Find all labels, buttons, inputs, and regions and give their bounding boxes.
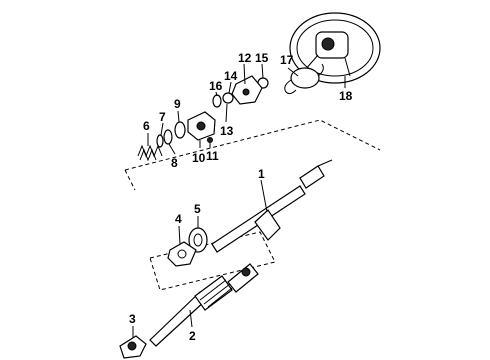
callout-14: 14 xyxy=(224,69,238,83)
callout-9: 9 xyxy=(174,97,181,111)
callout-18: 18 xyxy=(339,89,353,103)
callout-12: 12 xyxy=(238,51,252,65)
callout-4: 4 xyxy=(175,212,182,226)
callout-15: 15 xyxy=(255,51,269,65)
leader-lines xyxy=(132,63,346,338)
clock-spring-switch xyxy=(284,63,324,95)
callout-5: 5 xyxy=(194,202,201,216)
callout-2: 2 xyxy=(189,329,196,343)
callout-16: 16 xyxy=(209,79,223,93)
callout-17: 17 xyxy=(280,53,294,67)
spring-6 xyxy=(137,144,163,162)
callout-10: 10 xyxy=(192,151,206,165)
callout-8: 8 xyxy=(171,156,178,170)
callout-7: 7 xyxy=(159,110,166,124)
flange-4 xyxy=(167,241,197,267)
steering-wheel xyxy=(289,12,381,84)
ring-9 xyxy=(174,121,186,139)
bracket-10 xyxy=(187,111,216,141)
lower-dashed-outline xyxy=(149,231,276,291)
upper-dashed-outline xyxy=(124,119,381,171)
callout-11: 11 xyxy=(206,149,219,163)
upper-dashed-outline-left xyxy=(124,169,136,191)
coupling-boot-5 xyxy=(188,227,208,253)
callout-6: 6 xyxy=(143,119,150,133)
callout-13: 13 xyxy=(220,124,234,138)
bolt-11 xyxy=(207,137,213,143)
snap-ring-7 xyxy=(156,134,164,148)
bearing-14 xyxy=(222,92,234,104)
intermediate-shaft-2 xyxy=(149,263,259,347)
ring-16 xyxy=(212,94,222,108)
callout-3: 3 xyxy=(129,312,136,326)
upper-housing-12 xyxy=(231,75,263,105)
universal-joint-3 xyxy=(119,335,147,359)
callout-1: 1 xyxy=(258,167,265,181)
washer-8 xyxy=(163,129,173,145)
steering-shaft-1 xyxy=(211,159,333,253)
callout-labels: 1 2 3 4 5 6 7 8 9 10 11 12 13 14 15 16 1… xyxy=(129,51,353,343)
